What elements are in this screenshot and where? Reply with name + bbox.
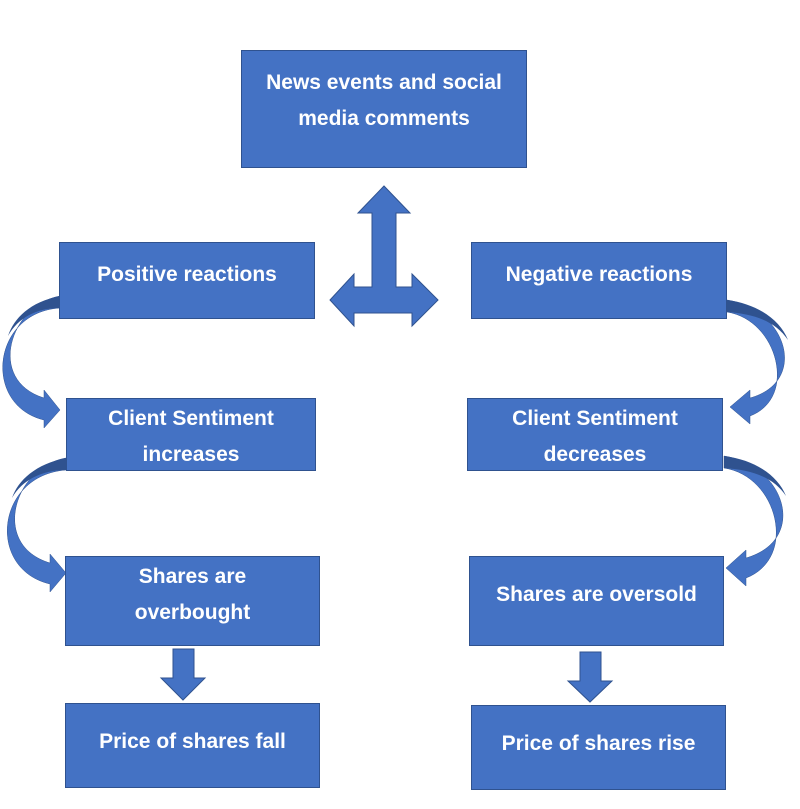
sentiment-increases-line-1: Client Sentiment — [108, 407, 274, 430]
news-events-line-1: News events and social — [266, 71, 502, 94]
price-fall-label: Price of shares fall — [99, 730, 286, 753]
oversold-box: Shares are oversold — [469, 556, 724, 646]
sentiment-increases-box: Client Sentiment increases — [66, 398, 316, 471]
curved-arrow-shade — [8, 296, 60, 336]
curved-arrow-sentiment-to-overbought — [7, 457, 67, 593]
curved-arrow-sentiment-to-oversold — [723, 455, 784, 587]
sentiment-increases-line-2: increases — [142, 443, 240, 466]
curved-arrow-shade — [724, 456, 786, 496]
three-way-arrow — [329, 185, 439, 328]
curved-arrow-negative-to-sentiment — [726, 299, 785, 425]
curved-arrow-shade — [727, 300, 788, 340]
price-rise-label: Price of shares rise — [501, 732, 696, 755]
overbought-line-2: overbought — [134, 601, 251, 624]
overbought-box: Shares are overbought — [65, 556, 320, 646]
positive-reactions-box: Positive reactions — [59, 242, 315, 319]
overbought-line-1: Shares are — [138, 565, 247, 588]
curved-arrow-shade — [12, 458, 66, 498]
sentiment-decreases-box: Client Sentiment decreases — [467, 398, 723, 471]
negative-reactions-box: Negative reactions — [471, 242, 727, 319]
price-rise-box: Price of shares rise — [471, 705, 726, 790]
down-arrow-overbought-to-price-fall — [159, 648, 207, 701]
price-fall-box: Price of shares fall — [65, 703, 320, 788]
news-events-line-2: media comments — [298, 107, 470, 130]
curved-arrow-positive-to-sentiment — [2, 295, 61, 429]
sentiment-decreases-line-2: decreases — [543, 443, 647, 466]
positive-reactions-label: Positive reactions — [97, 263, 277, 286]
down-arrow-oversold-to-price-rise — [566, 651, 614, 703]
oversold-label: Shares are oversold — [496, 583, 697, 606]
sentiment-decreases-line-1: Client Sentiment — [512, 407, 678, 430]
news-events-box: News events and social media comments — [241, 50, 527, 168]
negative-reactions-label: Negative reactions — [505, 263, 693, 286]
